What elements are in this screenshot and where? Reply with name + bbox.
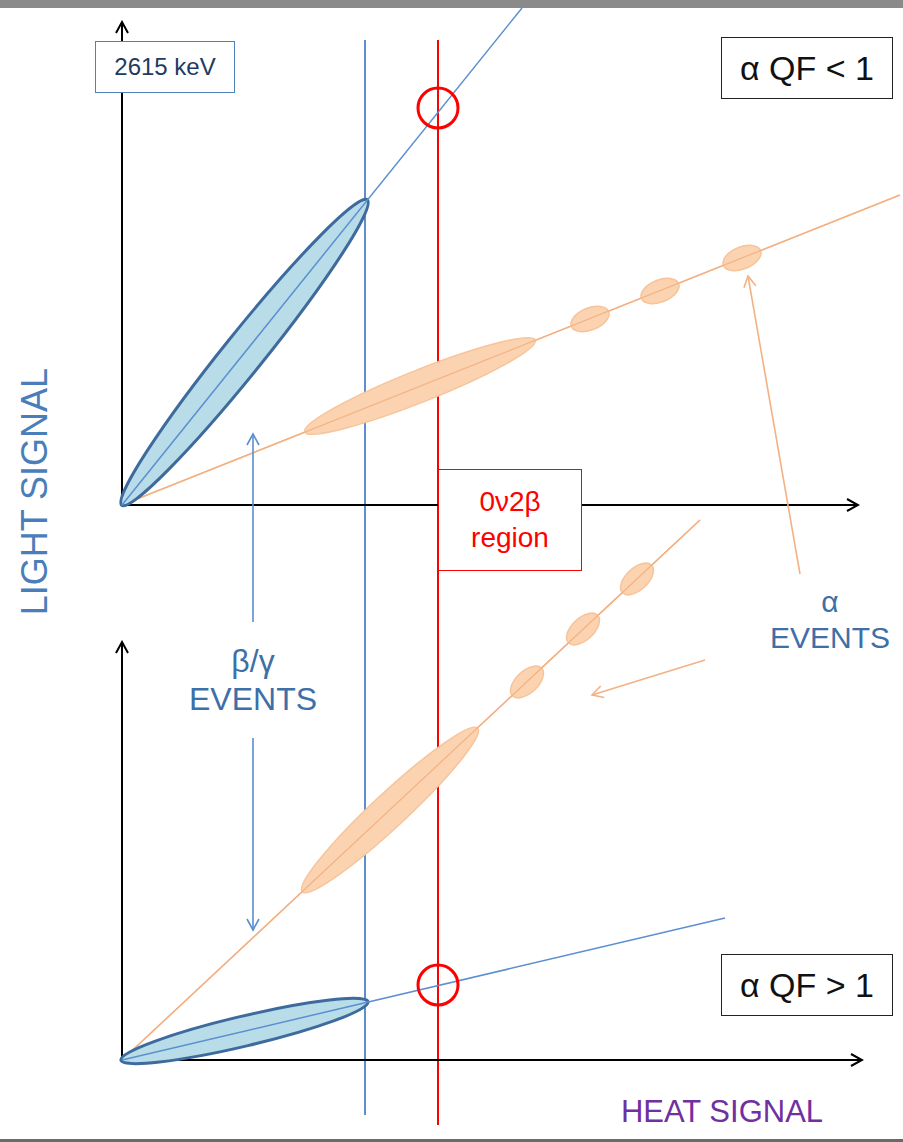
beta-gamma-band-line (122, 918, 725, 1060)
quenching-box: α QF > 1 (721, 954, 893, 1016)
leader-arrow (748, 276, 800, 574)
quenching-box: α QF < 1 (721, 37, 893, 99)
x-axis (122, 1059, 862, 1061)
box-text: α QF > 1 (740, 963, 874, 1007)
bottom-strip (0, 1139, 903, 1142)
event-label: β/γ EVENTS (171, 642, 336, 719)
top-strip (0, 0, 903, 8)
axis-title: HEAT SIGNAL (621, 1093, 823, 1130)
box-text: α QF < 1 (740, 46, 874, 90)
y-axis (121, 642, 123, 1060)
roi-marker (418, 88, 458, 128)
roi-line (437, 40, 439, 1125)
y-axis (121, 22, 123, 505)
leader-arrow (592, 660, 705, 695)
box-text: 2615 keV (114, 51, 215, 82)
alpha-band-line (122, 520, 700, 1060)
event-label: α EVENTS (758, 584, 903, 656)
roi-marker (418, 965, 458, 1005)
alpha-band-line (122, 520, 700, 1060)
axis-title: LIGHT SIGNAL (13, 368, 56, 615)
leader-arrow (252, 434, 254, 622)
roi-box: 0ν2β region (438, 469, 582, 572)
leader-arrow (252, 738, 254, 930)
energy-box: 2615 keV (95, 41, 234, 92)
box-text: 0ν2β region (449, 484, 571, 557)
